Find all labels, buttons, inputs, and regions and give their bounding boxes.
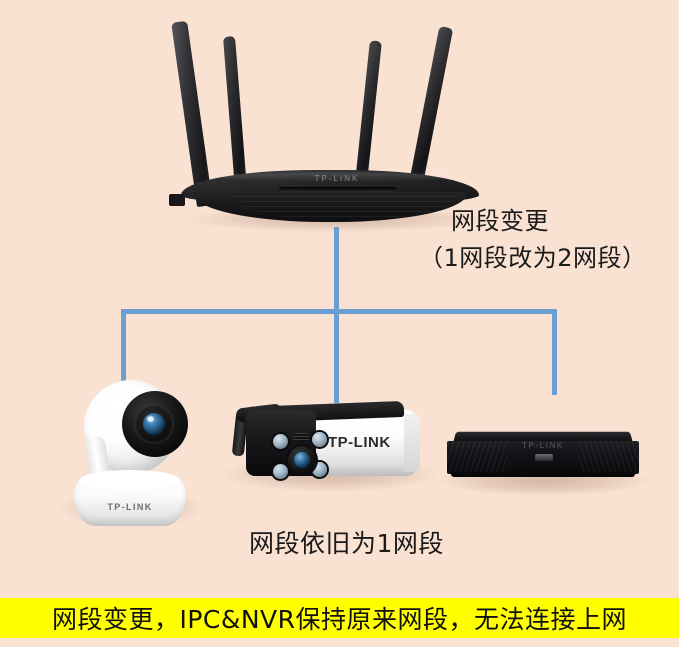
nvr-front-panel [447, 441, 639, 474]
bullet-camera-faceplate [246, 410, 327, 479]
bullet-camera-rear-cap [404, 414, 420, 472]
bullet-camera-ir-led-4 [312, 462, 327, 477]
warning-banner-text: 网段变更，IPC&NVR保持原来网段，无法连接上网 [51, 605, 628, 634]
ptz-dome-camera-device: TP-LINK [60, 378, 202, 530]
wire-router-to-bus [334, 227, 339, 313]
wireless-router-device: TP-LINK [169, 18, 485, 232]
nvr-brand-logo: TP-LINK [522, 441, 564, 450]
router-chassis: TP-LINK [169, 170, 485, 226]
wire-bus-to-nvr [552, 309, 557, 395]
nvr-status-led [535, 454, 553, 461]
router-front-shell [193, 192, 467, 222]
bullet-camera-lens-glass [294, 452, 310, 468]
dome-camera-lens-highlight [147, 416, 154, 422]
router-label-line2: （1网段改为2网段） [419, 244, 647, 272]
dome-camera-head [84, 380, 188, 474]
wire-bus-to-dome-camera [121, 309, 126, 391]
nvr-recorder-device: TP-LINK [439, 430, 649, 496]
background-right-margin [679, 0, 700, 647]
wire-horizontal-bus [121, 309, 557, 314]
bullet-camera-ir-led-1 [273, 434, 288, 449]
router-gloss-highlight [221, 172, 447, 182]
router-label-line1: 网段变更 [451, 207, 549, 235]
background-panel [0, 0, 679, 647]
bullet-camera-ir-led-2 [312, 432, 327, 447]
dome-camera-brand-logo: TP-LINK [107, 502, 153, 512]
wire-bus-to-bullet-camera [334, 309, 339, 403]
bullet-camera-device: TP-LINK [222, 398, 438, 498]
router-side-port [169, 194, 185, 206]
warning-banner: 网段变更，IPC&NVR保持原来网段，无法连接上网 [0, 598, 679, 638]
router-led-slot [279, 187, 397, 192]
device-group-label: 网段依旧为1网段 [249, 529, 444, 558]
dome-camera-base-top [80, 470, 180, 490]
nvr-base-edge [451, 472, 635, 477]
bullet-camera-ir-led-3 [273, 464, 288, 479]
router-brand-logo: TP-LINK [314, 174, 360, 183]
dome-camera-lens-glass [143, 413, 165, 435]
router-vent-grille [233, 196, 455, 220]
bullet-camera-microphone-icon [293, 433, 309, 442]
bullet-camera-brand-logo: TP-LINK [328, 434, 391, 451]
